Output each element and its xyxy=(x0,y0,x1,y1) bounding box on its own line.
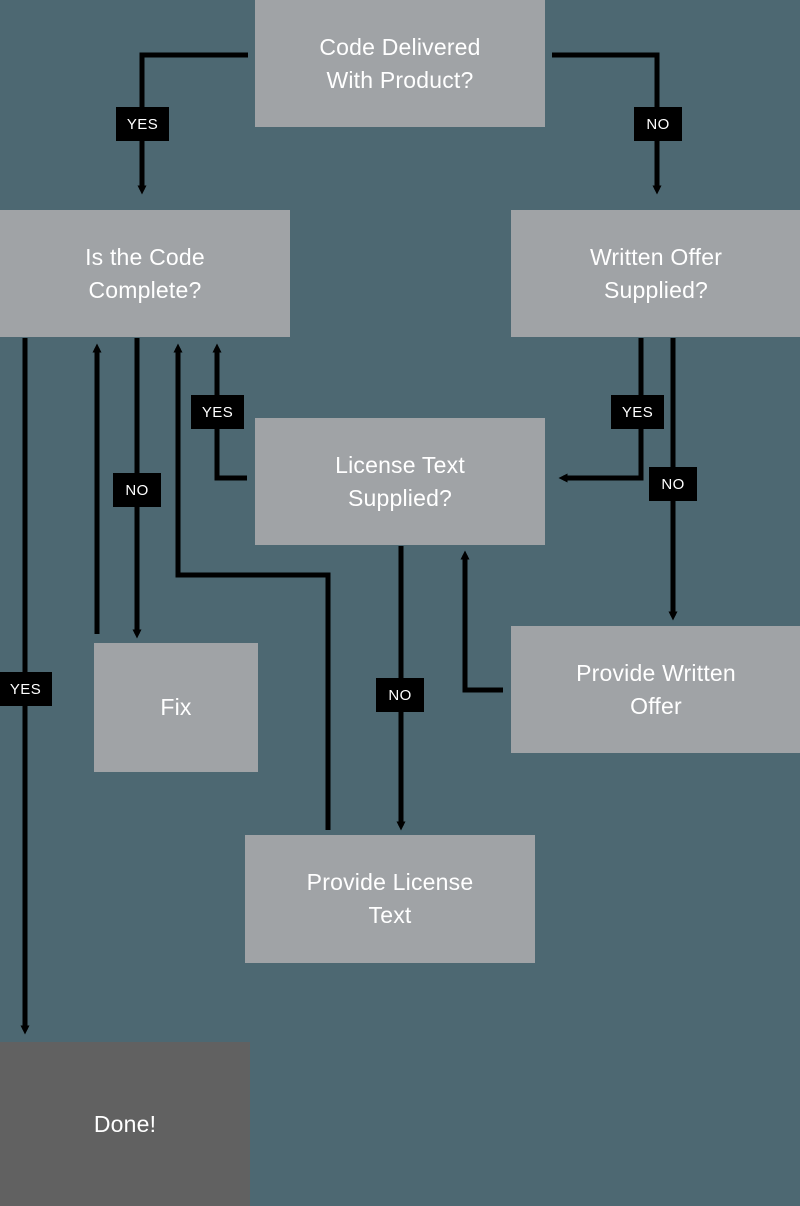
node-line-1: Is the Code xyxy=(85,243,205,270)
edge-label-text: NO xyxy=(388,686,412,704)
edge-label-no-code-delivered: NO xyxy=(634,107,682,141)
node-done[interactable]: Done! xyxy=(0,1042,250,1206)
node-line-1: Provide License xyxy=(306,869,474,896)
node-license-text-supplied[interactable]: License Text Supplied? xyxy=(255,418,545,545)
edge-label-no-written-offer: NO xyxy=(649,467,697,501)
edge-label-no-code-complete: NO xyxy=(113,473,161,507)
node-line-1: Code Delivered xyxy=(319,33,481,60)
node-is-code-complete-label: Is the Code Complete? xyxy=(85,241,205,306)
node-fix[interactable]: Fix xyxy=(94,643,258,772)
edge-label-text: YES xyxy=(621,403,654,421)
edge-label-yes-written-offer: YES xyxy=(611,395,664,429)
node-line-2: Supplied? xyxy=(603,276,709,303)
edge-label-text: YES xyxy=(126,115,159,133)
node-provide-written-offer-label: Provide Written Offer xyxy=(576,657,736,722)
node-line-2: Complete? xyxy=(88,276,202,303)
node-is-code-complete[interactable]: Is the Code Complete? xyxy=(0,210,290,337)
node-license-text-supplied-label: License Text Supplied? xyxy=(335,449,465,514)
node-written-offer-supplied-label: Written Offer Supplied? xyxy=(590,241,722,306)
edge-label-yes-code-complete: YES xyxy=(0,672,52,706)
edge-label-text: YES xyxy=(9,680,42,698)
edge-label-text: NO xyxy=(125,481,149,499)
edge-label-yes-license-text: YES xyxy=(191,395,244,429)
edge-label-no-license-text: NO xyxy=(376,678,424,712)
edge-label-text: NO xyxy=(661,475,685,493)
node-provide-written-offer[interactable]: Provide Written Offer xyxy=(511,626,800,753)
node-line-2: Supplied? xyxy=(347,484,453,511)
node-provide-license-text-label: Provide License Text xyxy=(307,866,474,931)
edge-label-text: NO xyxy=(646,115,670,133)
node-line-1: License Text xyxy=(335,451,465,478)
node-code-delivered-label: Code Delivered With Product? xyxy=(319,31,480,96)
node-written-offer-supplied[interactable]: Written Offer Supplied? xyxy=(511,210,800,337)
node-line-2: With Product? xyxy=(326,66,474,93)
edge-label-yes-code-delivered: YES xyxy=(116,107,169,141)
edge-provide-written-offer-return xyxy=(460,550,503,693)
edge-label-text: YES xyxy=(201,403,234,421)
node-code-delivered[interactable]: Code Delivered With Product? xyxy=(255,0,545,127)
node-line-2: Text xyxy=(368,902,412,928)
node-provide-license-text[interactable]: Provide License Text xyxy=(245,835,535,963)
node-done-label: Done! xyxy=(93,1110,157,1137)
node-line-1: Written Offer xyxy=(589,243,723,270)
node-line-1: Provide Written xyxy=(576,659,736,686)
node-line-2: Offer xyxy=(630,692,682,719)
node-fix-label: Fix xyxy=(160,694,192,721)
